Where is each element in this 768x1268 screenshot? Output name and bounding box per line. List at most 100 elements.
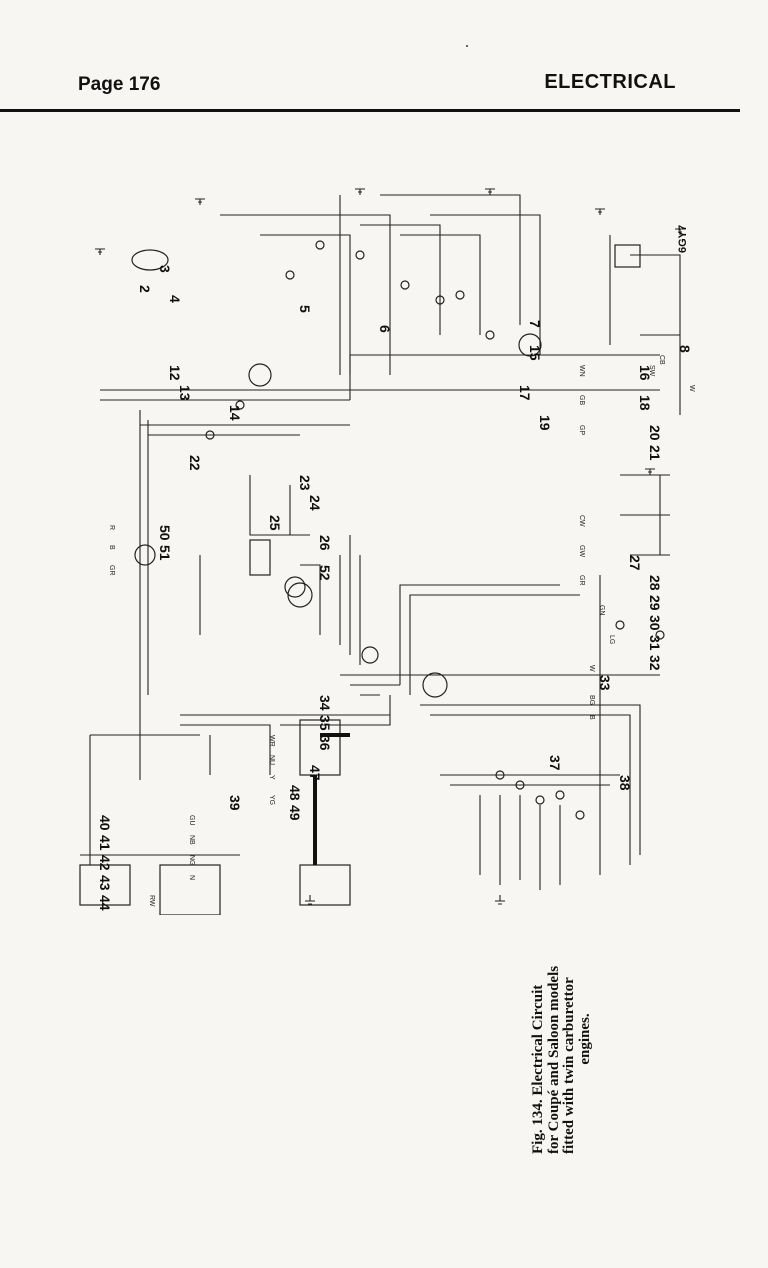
svg-text:B: B (588, 715, 595, 720)
svg-text:26: 26 (317, 535, 333, 551)
figure-caption: Fig. 134. Electrical Circuit for Coupé a… (530, 894, 593, 1154)
page-number: Page 176 (78, 74, 161, 95)
svg-text:Y: Y (268, 775, 275, 780)
svg-text:50: 50 (157, 525, 173, 541)
svg-text:WR: WR (268, 735, 275, 747)
svg-text:21: 21 (647, 445, 663, 461)
svg-text:NB: NB (188, 835, 195, 845)
svg-text:37: 37 (547, 755, 563, 771)
flasher-unit (614, 244, 641, 268)
svg-text:9: 9 (60, 285, 63, 293)
dynamo (159, 864, 221, 915)
svg-text:22: 22 (187, 455, 203, 471)
cable-colour-codes: W WB CB SW WN GB GP CW GW GR GN LG W BG … (108, 355, 700, 907)
svg-text:38: 38 (617, 775, 633, 791)
svg-text:R: R (108, 525, 115, 530)
svg-text:39: 39 (227, 795, 243, 811)
svg-text:34: 34 (317, 695, 333, 711)
svg-text:NU: NU (268, 755, 275, 765)
svg-text:19: 19 (537, 415, 553, 431)
svg-text:GP: GP (578, 425, 585, 435)
ignition-switch (361, 646, 379, 664)
control-box (79, 864, 131, 906)
horn (131, 249, 169, 271)
svg-text:24: 24 (307, 495, 323, 511)
svg-text:RW: RW (148, 895, 155, 907)
svg-text:BG: BG (588, 695, 595, 705)
wiring-diagram: 1 2 3 4 5 6 7 8 9 10 11 12 13 14 15 16 1… (60, 188, 700, 915)
svg-text:GU: GU (188, 815, 195, 826)
svg-text:43: 43 (97, 875, 113, 891)
svg-text:23: 23 (297, 475, 313, 491)
svg-text:14: 14 (227, 405, 243, 421)
svg-text:36: 36 (317, 735, 333, 751)
svg-text:12: 12 (167, 365, 183, 381)
starter-motor (287, 582, 313, 608)
caption-line: for Coupé and Saloon models (545, 965, 562, 1154)
svg-text:15: 15 (527, 345, 543, 361)
svg-text:B: B (108, 545, 115, 550)
caption-line: fitted with twin carburettor (561, 977, 577, 1154)
svg-text:WB: WB (698, 355, 700, 367)
svg-text:42: 42 (97, 855, 113, 871)
svg-text:31: 31 (647, 635, 663, 651)
dip-switch (248, 363, 272, 387)
svg-text:LG: LG (608, 635, 615, 644)
svg-text:48: 48 (287, 785, 303, 801)
svg-text:CW: CW (578, 515, 585, 527)
ignition-cables (313, 733, 350, 865)
svg-text:47: 47 (307, 765, 323, 781)
horn-push (249, 539, 271, 576)
svg-text:GR: GR (578, 575, 585, 586)
svg-text:6: 6 (377, 325, 393, 333)
svg-text:CB: CB (658, 355, 665, 365)
section-title: ELECTRICAL (544, 71, 676, 93)
battery (299, 864, 351, 906)
svg-text:5: 5 (297, 305, 313, 313)
earth-symbols (95, 188, 685, 905)
fuel-gauge (284, 576, 306, 598)
svg-text:1: 1 (60, 265, 63, 273)
svg-text:NG: NG (188, 855, 195, 866)
svg-text:W: W (588, 665, 595, 672)
svg-text:2: 2 (137, 285, 153, 293)
svg-text:49: 49 (287, 805, 303, 821)
component-numbers: 1 2 3 4 5 6 7 8 9 10 11 12 13 14 15 16 1… (60, 265, 693, 911)
svg-text:GW: GW (578, 545, 585, 557)
svg-text:11: 11 (60, 325, 63, 340)
scan-speck (466, 45, 468, 47)
svg-text:YG: YG (268, 795, 275, 805)
svg-text:41: 41 (97, 835, 113, 851)
svg-text:52: 52 (317, 565, 333, 581)
wiring-network (80, 194, 681, 890)
svg-text:25: 25 (267, 515, 283, 531)
svg-text:SW: SW (648, 365, 655, 377)
svg-text:20: 20 (647, 425, 663, 441)
svg-text:44: 44 (97, 895, 113, 911)
svg-text:W: W (688, 385, 695, 392)
svg-text:27: 27 (627, 555, 643, 571)
plate-code: 6GY7 (677, 225, 689, 253)
svg-text:18: 18 (637, 395, 653, 411)
svg-text:29: 29 (647, 595, 663, 611)
svg-text:7: 7 (527, 320, 543, 328)
direction-indicator-switch (518, 333, 542, 357)
svg-text:51: 51 (157, 545, 173, 561)
ignition-coil (299, 719, 341, 776)
svg-text:GN: GN (598, 605, 605, 616)
lighting-switch (134, 544, 156, 566)
svg-text:N: N (188, 875, 195, 880)
svg-text:8: 8 (677, 345, 693, 353)
svg-text:GR: GR (108, 565, 115, 576)
header-rule (0, 109, 740, 112)
svg-text:GB: GB (578, 395, 585, 405)
svg-text:32: 32 (647, 655, 663, 671)
components (79, 244, 641, 915)
svg-text:35: 35 (317, 715, 333, 731)
svg-text:17: 17 (517, 385, 533, 401)
caption-line: engines. (576, 1013, 593, 1065)
fuse-unit (422, 672, 448, 698)
caption-line: Fig. 134. Electrical Circuit (530, 984, 546, 1154)
svg-text:16: 16 (637, 365, 653, 381)
svg-text:4: 4 (167, 295, 183, 303)
